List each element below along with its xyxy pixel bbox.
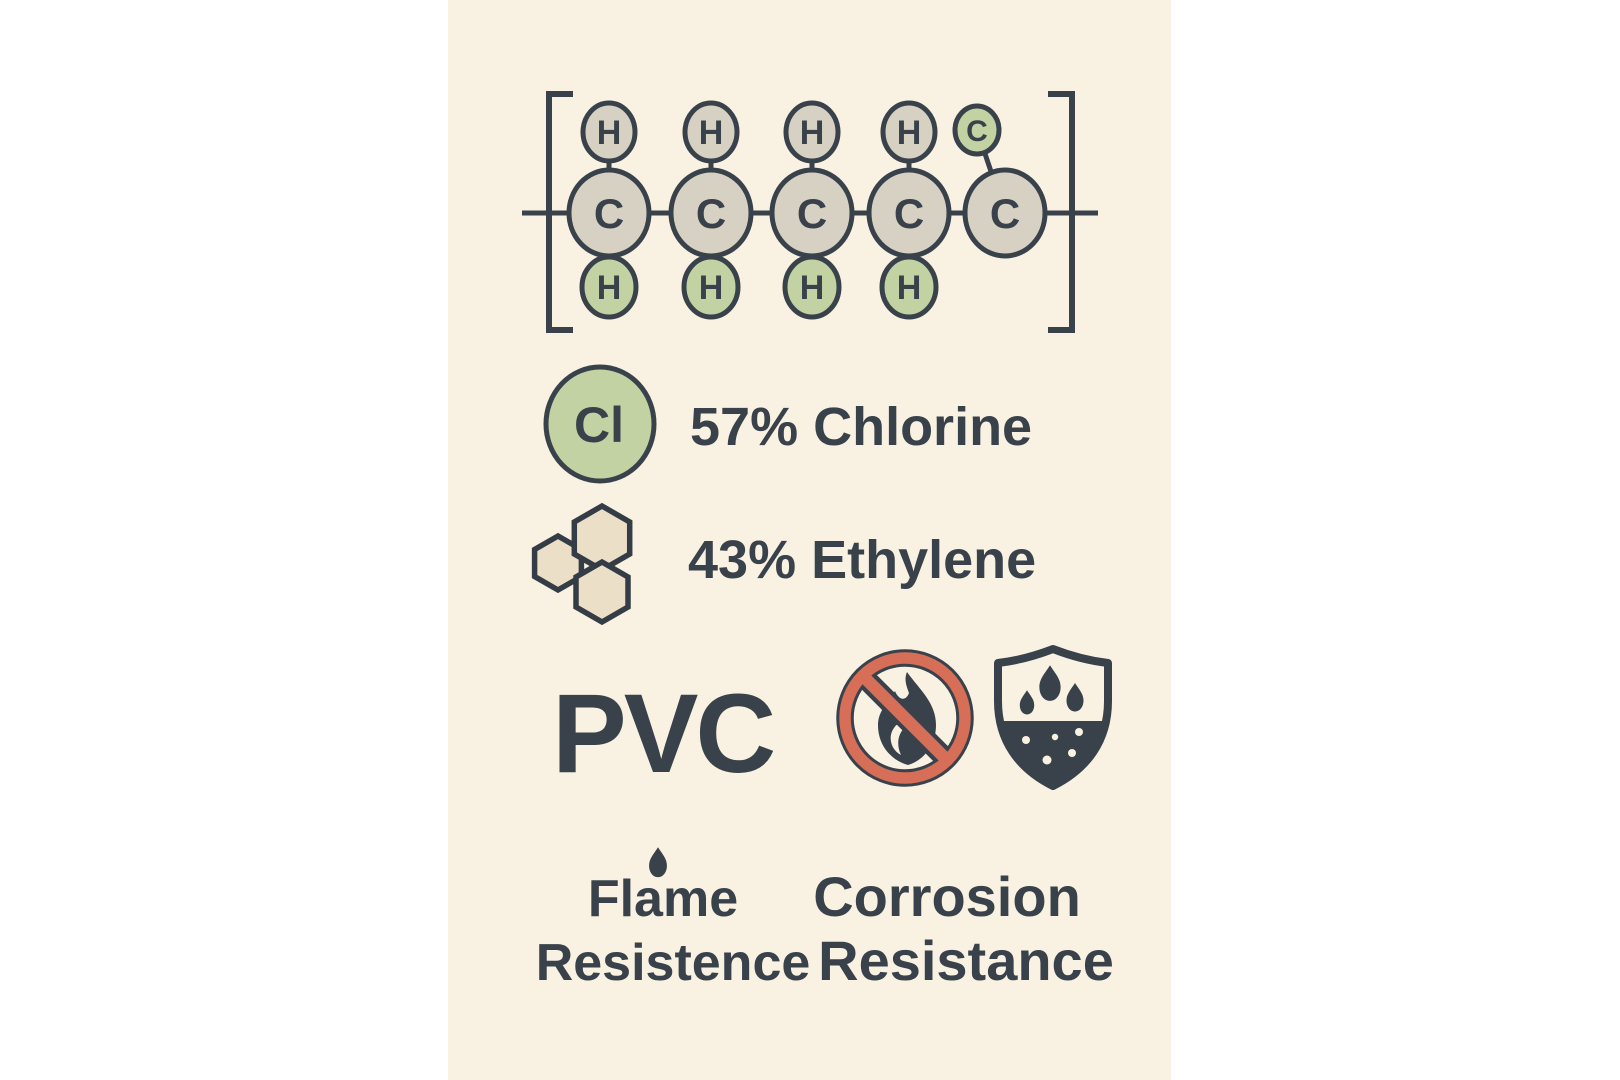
ethylene-percent-label: 43% Ethylene — [688, 530, 1036, 590]
ban-red-ring — [839, 652, 971, 784]
composition-row-ethylene: 43% Ethylene — [531, 502, 1036, 626]
chlorine-percent-label: 57% Chlorine — [690, 397, 1032, 457]
atom-label: H — [699, 269, 724, 307]
atom-label: H — [597, 269, 622, 307]
atom-label: H — [800, 114, 825, 152]
corrosion-shield-icon — [994, 645, 1112, 790]
bracket-right-icon — [1048, 91, 1075, 333]
shield-speckles — [1022, 728, 1083, 765]
atom-h-top-1 — [580, 100, 638, 164]
feature-flame-line2: Resistence — [536, 934, 811, 992]
atom-h-bottom-2 — [681, 254, 741, 320]
ban-inner-ring — [849, 662, 961, 774]
hexagon-cluster-icon — [531, 502, 633, 626]
atom-h-bottom-1 — [579, 254, 639, 320]
hexagon-bottom — [573, 558, 631, 626]
composition-row-chlorine: Cl 57% Chlorine — [543, 364, 1032, 484]
atom-h-bottom-4 — [879, 254, 939, 320]
atom-label: C — [797, 190, 827, 237]
atom-label: H — [699, 114, 724, 152]
feature-label-corrosion: Corrosion Resistance — [813, 865, 1114, 992]
atom-h-top-3 — [783, 100, 841, 164]
water-droplet-icon — [649, 847, 667, 878]
chlorine-symbol: Cl — [574, 397, 624, 453]
atom-label: C — [990, 190, 1020, 237]
feature-corrosion-line1: Corrosion — [813, 865, 1081, 928]
atom-c-chain-5 — [962, 167, 1048, 259]
atom-label: H — [800, 269, 825, 307]
chlorine-circle-icon — [543, 364, 657, 484]
shield-droplet-icons — [1019, 665, 1084, 715]
atom-label: C — [966, 115, 988, 148]
atom-label: H — [597, 114, 622, 152]
atom-h-bottom-3 — [782, 254, 842, 320]
polymer-structure-diagram: H H H H C C C C C C H H H H — [522, 91, 1098, 333]
atom-label: C — [594, 190, 624, 237]
ban-outer-ring — [836, 649, 974, 787]
atom-h-top-4 — [880, 100, 938, 164]
no-flame-icon — [836, 649, 974, 787]
atom-label: C — [894, 190, 924, 237]
atom-label: C — [696, 190, 726, 237]
page-title: PVC — [552, 671, 773, 796]
atom-label: H — [897, 114, 922, 152]
feature-label-flame: Flame Resistence — [536, 847, 811, 992]
ban-red-slash — [859, 672, 951, 764]
atom-label: H — [897, 269, 922, 307]
feature-corrosion-line2: Resistance — [818, 929, 1114, 992]
atom-c-top-5 — [952, 103, 1002, 157]
bracket-left-icon — [546, 91, 573, 333]
atom-h-top-2 — [682, 100, 740, 164]
feature-flame-line1: Flame — [588, 870, 738, 928]
